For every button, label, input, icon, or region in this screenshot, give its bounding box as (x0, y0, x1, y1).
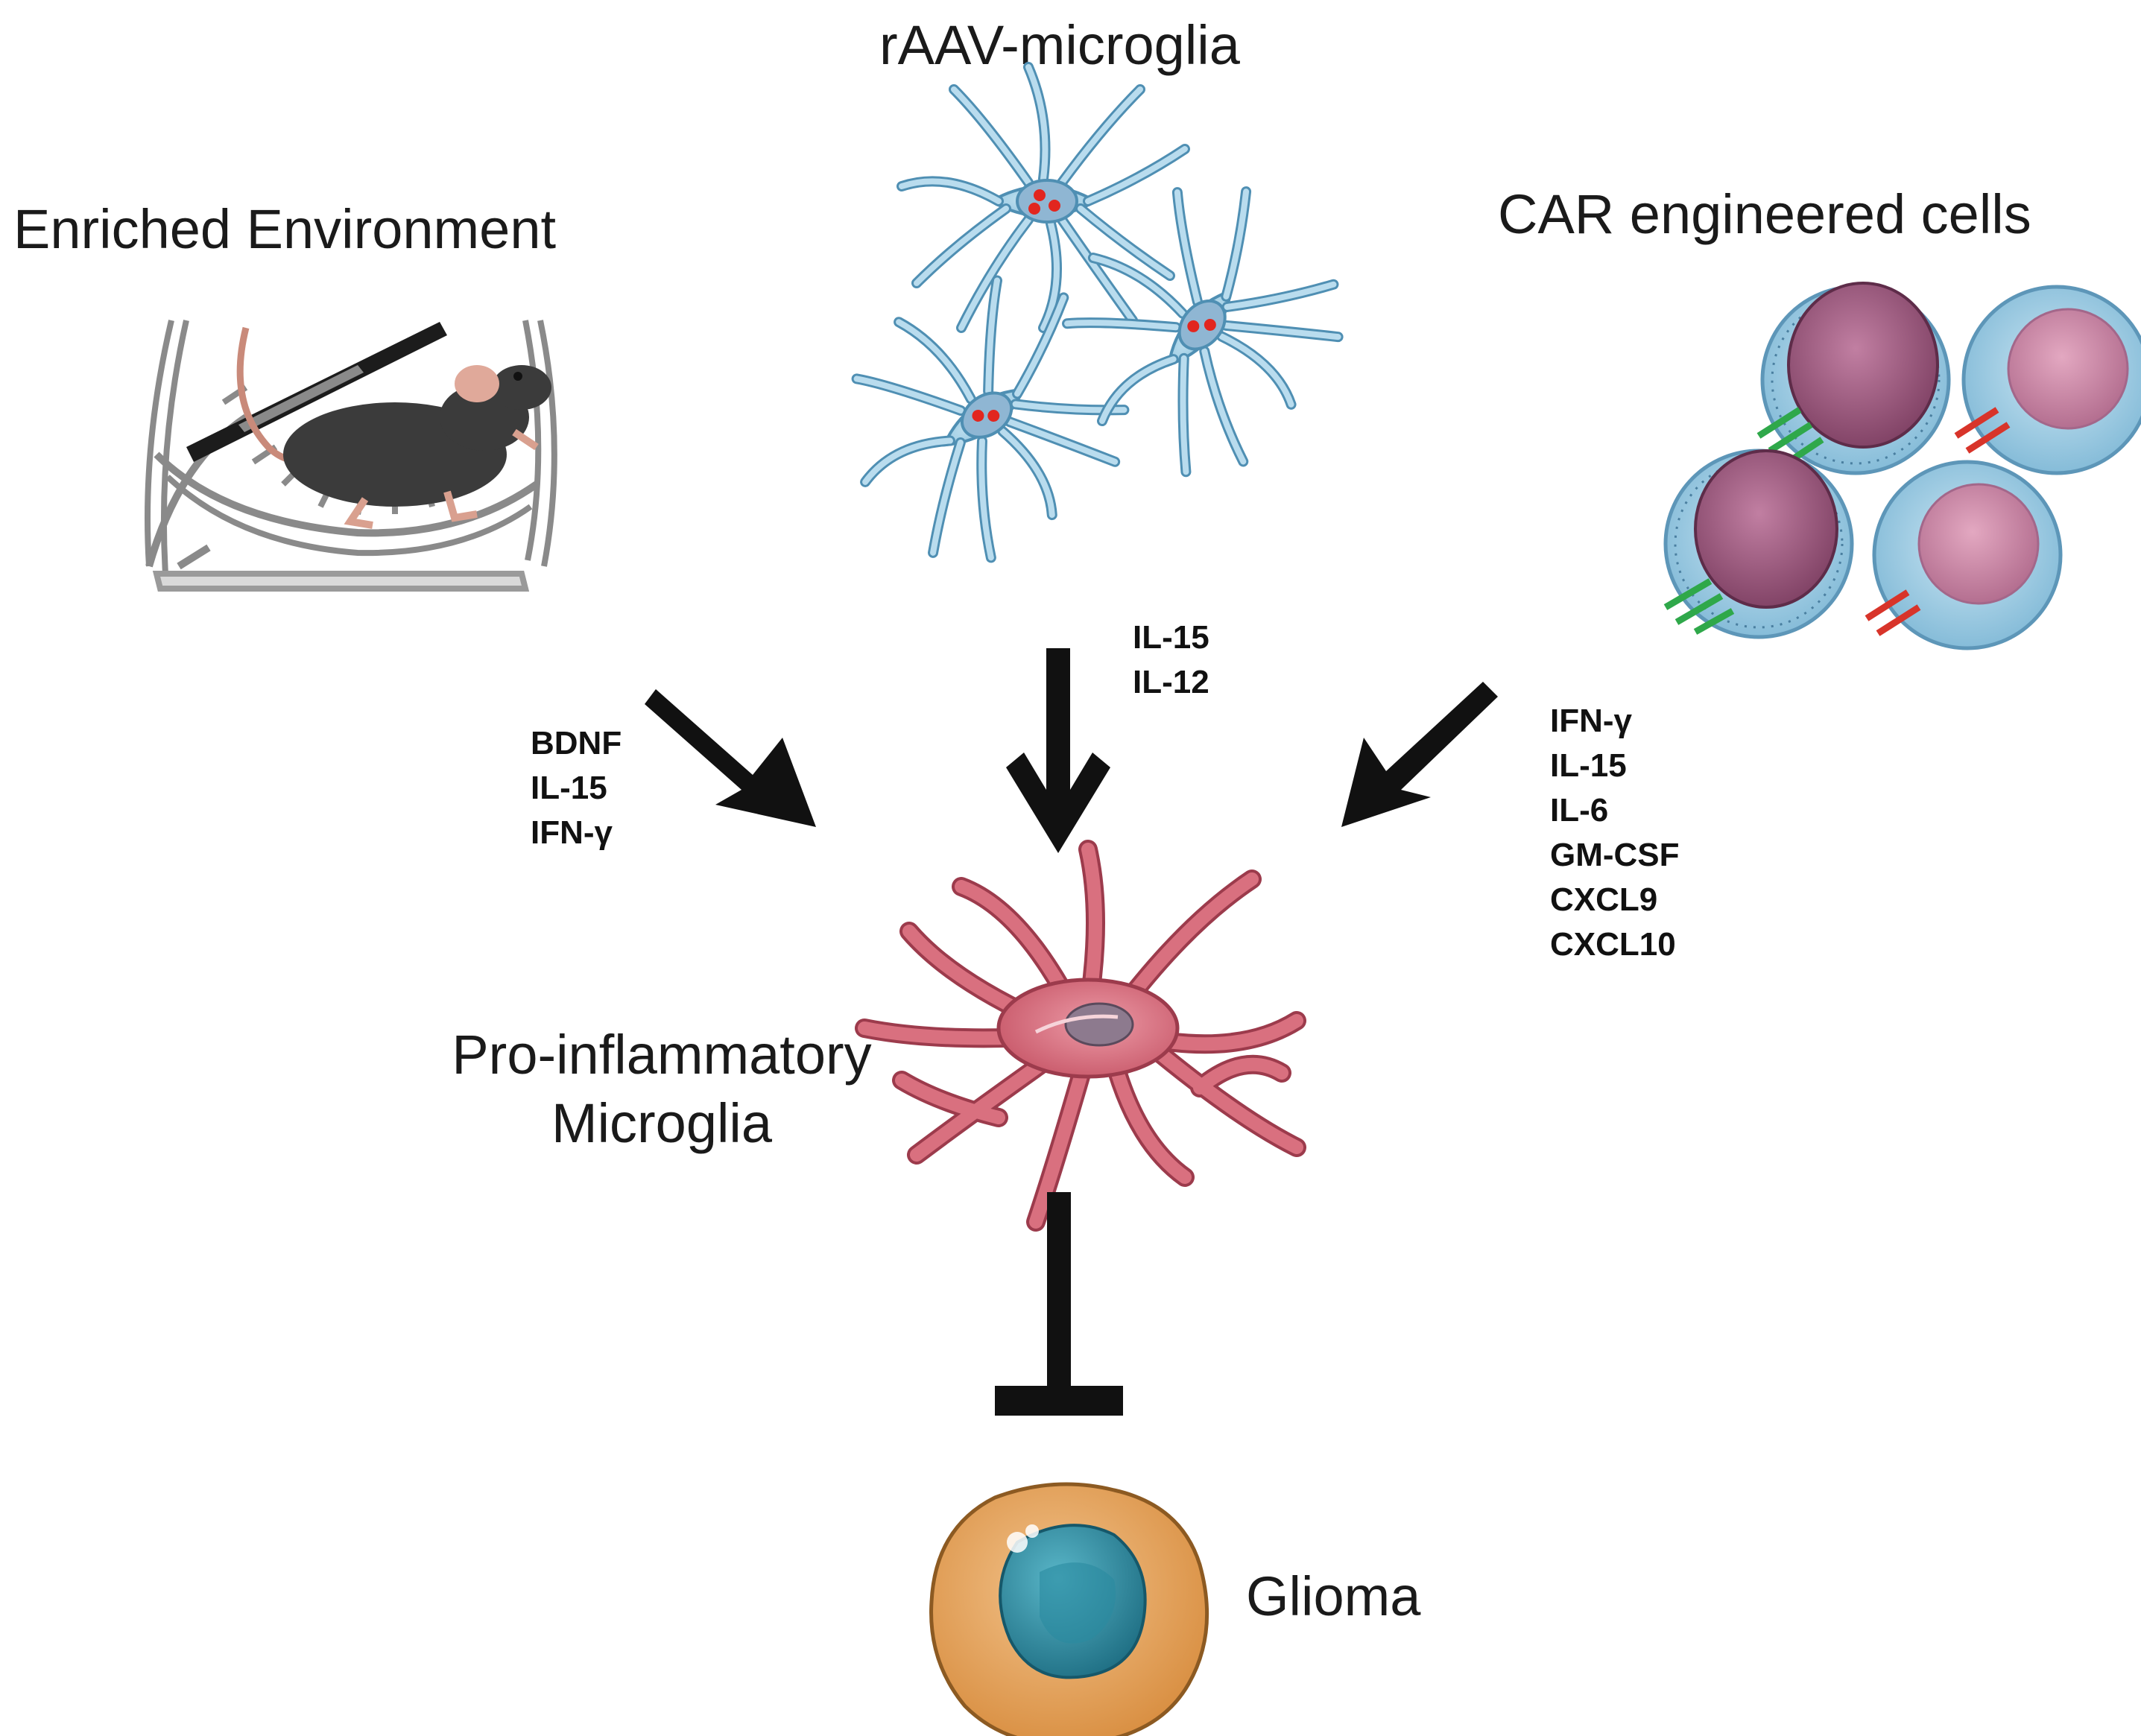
cytokine-item: IL-6 (1550, 792, 1609, 829)
target-line-1: Pro-inflammatory (452, 1024, 872, 1086)
cytokine-item: IL-12 (1133, 664, 1209, 700)
native-receptor-icon (1954, 407, 2011, 454)
cytokine-list-enriched: BDNF IL-15 IFN-γ (531, 721, 622, 855)
viral-particle-icon (1028, 203, 1040, 215)
inhibition-symbol (995, 1192, 1123, 1416)
cytokine-item: IFN-γ (1550, 703, 1632, 739)
cytokine-list-raav: IL-15 IL-12 (1133, 615, 1209, 705)
car-t-cell-icon (1663, 449, 1854, 639)
running-wheel-icon (145, 320, 557, 592)
raav-microglia-illustration (851, 62, 1344, 563)
resting-microglia-icon (896, 62, 1190, 333)
glioma-cell-icon (929, 1482, 1209, 1736)
glioma-label: Glioma (1246, 1565, 1421, 1627)
viral-particle-icon (1049, 200, 1060, 212)
enriched-environment-title: Enriched Environment (13, 198, 557, 260)
cytokine-item: IL-15 (531, 770, 607, 806)
cytokine-item: CXCL9 (1550, 881, 1658, 918)
t-cell-icon (1954, 285, 2141, 475)
arrow-car (1341, 682, 1498, 827)
mouse-wheel-illustration (145, 320, 557, 592)
cytokine-list-car: IFN-γ IL-15 IL-6 GM-CSF CXCL9 CXCL10 (1550, 699, 1680, 967)
cytokine-item: CXCL10 (1550, 926, 1676, 963)
car-t-cell-icon (1756, 282, 1951, 475)
mouse-icon (283, 365, 551, 529)
activated-microglia-icon (855, 840, 1306, 1232)
arrow-enriched (645, 689, 816, 827)
cytokine-item: IL-15 (1133, 619, 1209, 656)
car-receptor-icon (1663, 578, 1735, 635)
pro-inflammatory-microglia-label: Pro-inflammatory Microglia (431, 1021, 893, 1158)
arrow-raav (1006, 648, 1110, 853)
cytokine-item: BDNF (531, 725, 622, 761)
resting-microglia-icon (1062, 186, 1344, 478)
native-receptor-icon (1865, 589, 1921, 636)
raav-microglia-title: rAAV-microglia (879, 14, 1240, 76)
cytokine-item: GM-CSF (1550, 837, 1680, 873)
viral-particle-icon (987, 410, 1000, 422)
car-cells-illustration (1663, 282, 2141, 650)
viral-particle-icon (972, 409, 984, 422)
t-cell-icon (1865, 460, 2063, 650)
axle-highlight-icon (238, 365, 364, 432)
viral-particle-icon (1204, 318, 1216, 331)
viral-particle-icon (1187, 320, 1200, 332)
car-cells-title: CAR engineered cells (1498, 183, 2031, 245)
cytokine-item: IL-15 (1550, 747, 1627, 784)
resting-microglia-icon (851, 275, 1130, 563)
target-line-2: Microglia (551, 1092, 773, 1154)
cytokine-item: IFN-γ (531, 814, 613, 851)
viral-particle-icon (1034, 189, 1046, 201)
